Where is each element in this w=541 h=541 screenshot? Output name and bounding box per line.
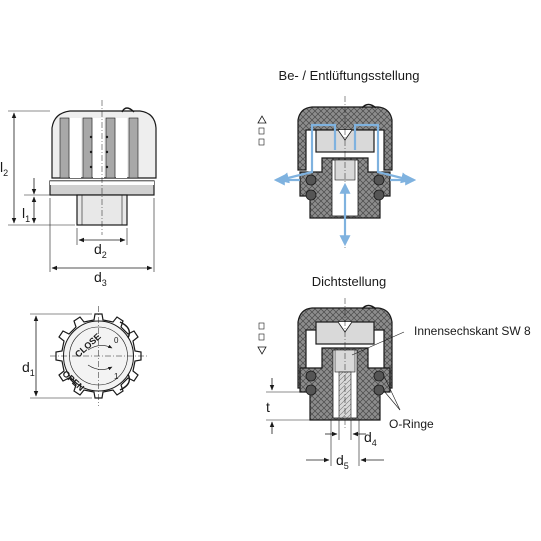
callout-o-rings: O-Ringe [389, 417, 434, 431]
dim-d5-label: d5 [336, 452, 349, 471]
venting-title: Be- / Entlüftungsstellung [279, 68, 420, 83]
dim-l2-label: l2 [0, 159, 8, 178]
dim-t-label: t [266, 399, 270, 415]
knob-open-symbol: 1 [114, 372, 119, 381]
sealing-section: Innensechskant SW 8 O-Ringe t d4 d5 [266, 298, 531, 471]
sealing-title: Dichtstellung [312, 274, 386, 289]
dim-d3-label: d3 [94, 269, 107, 288]
up-arrow-icon [257, 115, 267, 146]
knob-close-symbol: 0 [114, 336, 119, 345]
top-view: CLOSE OPEN 0 1 d1 [22, 306, 148, 406]
side-view: l2 l1 d2 d3 [0, 100, 157, 288]
callout-hex-socket: Innensechskant SW 8 [414, 324, 531, 338]
dim-d2-label: d2 [94, 241, 107, 260]
dim-d1-label: d1 [22, 359, 35, 378]
airflow-arrow-icon [273, 123, 417, 247]
down-arrow-icon [257, 322, 267, 355]
dim-d4-label: d4 [364, 429, 377, 448]
dim-l1-label: l1 [22, 205, 30, 224]
